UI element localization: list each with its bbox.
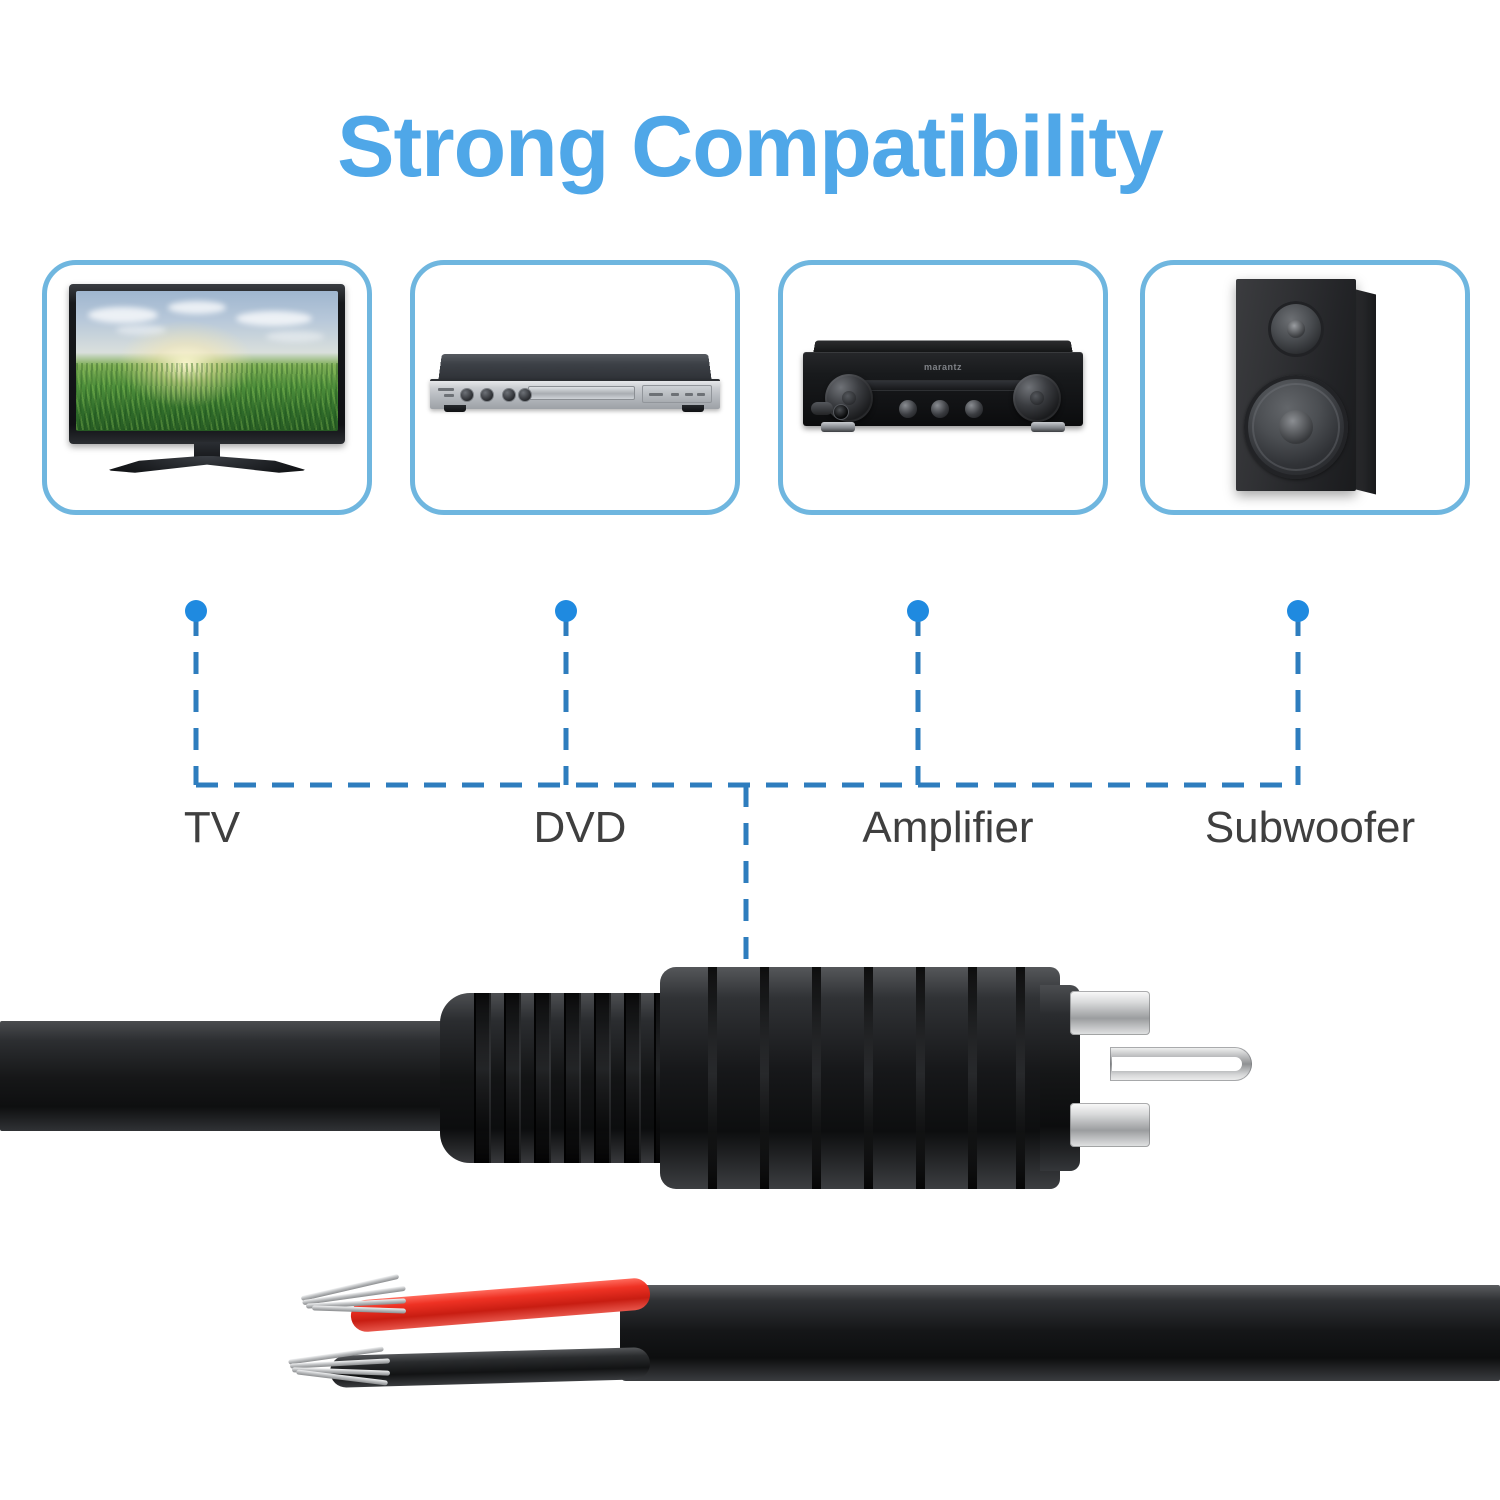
device-card-subwoofer[interactable]: Subwoofer — [1140, 260, 1470, 852]
amplifier-brand-text: marantz — [923, 361, 963, 372]
woofer-driver — [1244, 374, 1348, 479]
plug-cable-lead — [0, 1021, 470, 1131]
cable-outer-jacket — [620, 1285, 1500, 1381]
connector-node-dots — [185, 600, 1309, 622]
device-card-amplifier[interactable]: marantz Amplifier — [778, 260, 1108, 852]
plug-barrel-body — [660, 967, 1060, 1189]
bare-wire-photo — [0, 1255, 1500, 1455]
positive-wire — [349, 1277, 652, 1334]
tv-screen — [76, 290, 338, 431]
device-label-dvd: DVD — [533, 803, 627, 852]
connector-dot-dvd — [555, 600, 577, 622]
amplifier-volume-knob — [1013, 373, 1061, 422]
plug-center-pin-slot — [1112, 1057, 1242, 1071]
dvd-player-icon — [415, 265, 735, 510]
plug-ground-sleeve-upper — [1070, 991, 1150, 1035]
page-title: Strong Compatibility — [337, 99, 1164, 195]
subwoofer-speaker-icon — [1145, 265, 1465, 510]
amplifier-headphone-jack — [833, 403, 849, 420]
device-card-dvd[interactable]: DVD — [410, 260, 740, 852]
device-card-tv[interactable]: TV — [42, 260, 372, 852]
tv-stand-neck — [194, 441, 220, 460]
speaker-cabinet — [1236, 278, 1356, 491]
dvd-disc-tray — [528, 385, 635, 400]
rca-plug-photo — [0, 955, 1500, 1215]
dvd-front-panel — [430, 378, 720, 409]
amplifier-icon: marantz — [783, 265, 1103, 510]
tv-stand-foot — [107, 455, 307, 473]
device-label-subwoofer: Subwoofer — [1204, 803, 1416, 852]
device-label-tv: TV — [183, 803, 241, 852]
connector-dot-subwoofer — [1287, 600, 1309, 622]
amplifier-power-switch — [811, 401, 833, 415]
dvd-display-panel — [642, 384, 712, 403]
device-label-amplifier: Amplifier — [862, 803, 1034, 852]
plug-ground-sleeve-lower — [1070, 1103, 1150, 1147]
connector-dot-tv — [185, 600, 207, 622]
speaker-side-panel — [1354, 288, 1376, 494]
tweeter-driver — [1268, 300, 1324, 357]
television-icon — [47, 265, 367, 510]
connector-dot-amplifier — [907, 600, 929, 622]
tv-bezel — [69, 283, 345, 444]
amplifier-input-knob — [825, 373, 873, 422]
plug-strain-relief-boot — [440, 993, 690, 1163]
amplifier-front-panel: marantz — [803, 351, 1083, 426]
